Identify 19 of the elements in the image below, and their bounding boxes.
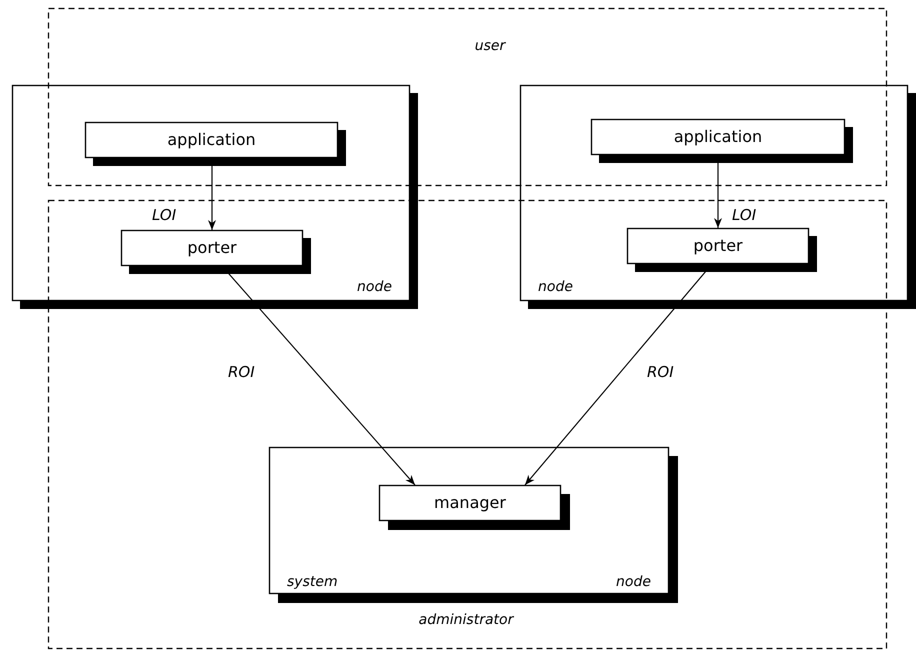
node-label: node [616, 574, 651, 590]
node-box [269, 447, 678, 603]
region-label: user [474, 38, 506, 54]
region-label: administrator [418, 612, 514, 628]
box-label: application [166, 130, 257, 149]
process-box [379, 485, 570, 530]
node-label: node [357, 278, 392, 295]
box-label: porter [186, 238, 238, 257]
box-label: application [672, 128, 764, 146]
process-box [627, 228, 817, 272]
box-label: manager [433, 494, 507, 512]
process-box [85, 122, 346, 166]
node-box [12, 85, 418, 309]
node-box [520, 85, 916, 309]
process-box [591, 119, 853, 163]
box-label: porter [692, 236, 744, 255]
process-box [121, 230, 311, 274]
node-label: node [538, 278, 573, 295]
node-label: system [287, 574, 338, 590]
